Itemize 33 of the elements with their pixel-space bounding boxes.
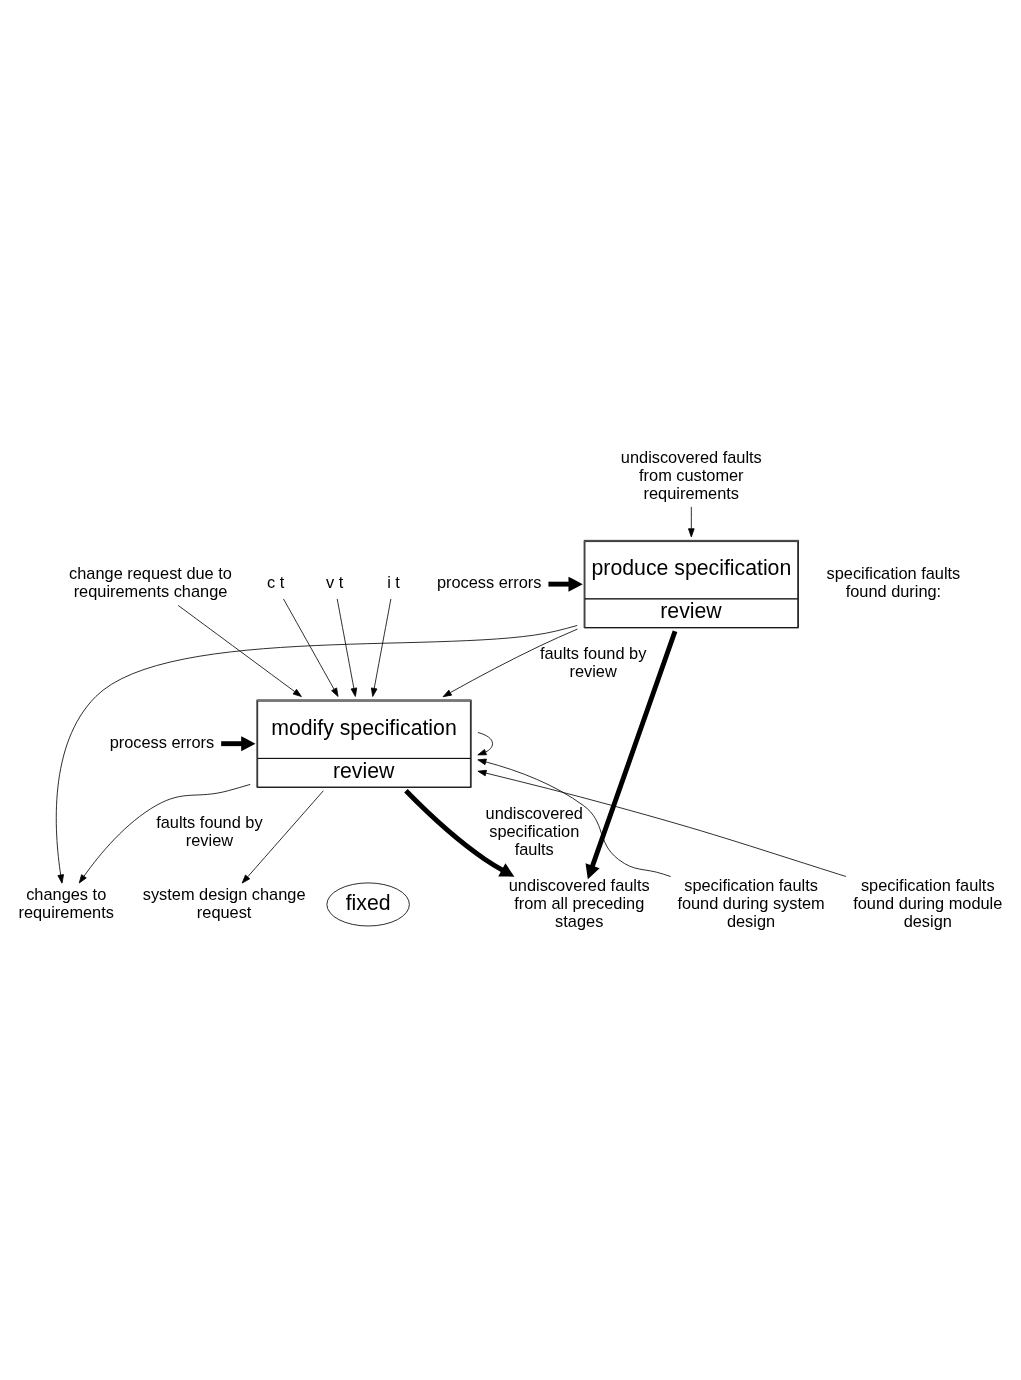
node-ellipse: fixed xyxy=(326,882,410,926)
node-text: specification faults found during module design xyxy=(853,875,1003,930)
arrow xyxy=(404,788,515,877)
arrow xyxy=(55,624,578,884)
node-text: change request due to requirements change xyxy=(69,563,232,600)
arrow xyxy=(78,783,251,883)
arrow xyxy=(241,789,324,883)
node-text: system design change request xyxy=(142,884,306,921)
arrow xyxy=(585,630,678,879)
label: specification faults found during: xyxy=(826,563,961,600)
arrow xyxy=(336,598,358,697)
arrow xyxy=(477,758,672,877)
arrow xyxy=(688,505,695,537)
node-text: i t xyxy=(387,572,400,591)
node-text: c t xyxy=(267,572,285,591)
arrow xyxy=(370,598,392,697)
node-text: v t xyxy=(325,572,344,591)
arrow xyxy=(477,769,847,877)
edge-label: undiscovered specification faults xyxy=(485,803,583,858)
arrow xyxy=(548,576,583,592)
edge-label: faults found by review xyxy=(156,812,263,849)
node-text: specification faults found during system design xyxy=(677,875,825,930)
arrow xyxy=(177,604,302,697)
node-text: process errors xyxy=(436,572,542,591)
arrow xyxy=(221,735,256,751)
arrow xyxy=(442,628,578,697)
node-text: changes to requirements xyxy=(18,884,114,921)
node-text: process errors xyxy=(109,732,215,751)
node-text: undiscovered faults from customer requirements xyxy=(620,447,762,502)
arrow xyxy=(283,598,339,697)
edge-label: faults found by review xyxy=(539,643,647,680)
arrow xyxy=(477,731,493,755)
node-text: undiscovered faults from all preceding stages xyxy=(508,875,650,930)
